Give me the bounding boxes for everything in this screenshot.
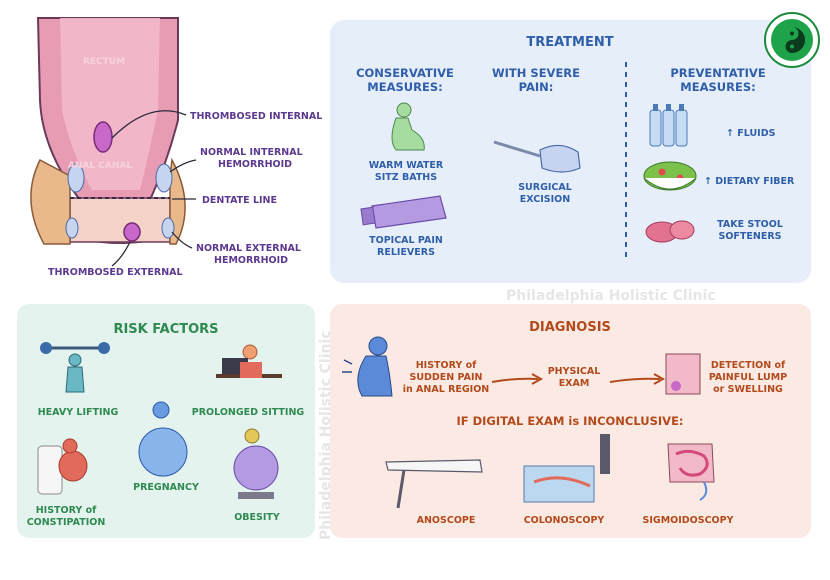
diagnosis-title: DIAGNOSIS: [529, 320, 611, 335]
normal-internal-hemorrhoid-left: [67, 163, 85, 193]
pain-figure-icon: [342, 336, 393, 397]
thrombosed-internal-pointer: [111, 110, 187, 139]
clinic-logo: [764, 12, 820, 68]
risk-factors-title: RISK FACTORS: [113, 322, 218, 337]
anatomy-illustration: RECTUM ANAL CANAL THROMBOSED INTERNAL NO…: [30, 17, 322, 278]
colonoscopy-label: COLONOSCOPY: [524, 515, 605, 526]
obesity-label: OBESITY: [234, 512, 280, 523]
stool-softener-pills-icon: [645, 220, 695, 243]
fluids-label: ↑ FLUIDS: [726, 128, 776, 139]
anal-canal-label: ANAL CANAL: [68, 161, 132, 171]
sitz-bath-icon: [391, 102, 425, 151]
buttock-right: [169, 157, 186, 245]
pregnancy-icon: [138, 401, 188, 477]
normal-external-pointer: [171, 231, 193, 249]
dentate-line-label: DENTATE LINE: [202, 195, 277, 206]
rectum-label: RECTUM: [83, 57, 125, 67]
watermark-horizontal: Philadelphia Holistic Clinic: [506, 288, 716, 304]
anoscope-label: ANOSCOPE: [417, 515, 476, 526]
prolonged-sitting-icon: [216, 344, 282, 378]
ointment-tube-icon: [360, 195, 447, 229]
thrombosed-internal-label: THROMBOSED INTERNAL: [190, 111, 322, 122]
dietary-fiber-label: ↑ DIETARY FIBER: [704, 176, 795, 187]
rectum-inner-lumen: [60, 18, 160, 190]
sigmoidoscopy-label: SIGMOIDOSCOPY: [643, 515, 734, 526]
history-to-exam-arrowhead: [531, 373, 544, 385]
colonoscopy-icon: [523, 434, 610, 503]
anal-canal: [69, 197, 171, 243]
thrombosed-internal-lump: [93, 121, 113, 153]
exam-to-detection-arrow: [609, 377, 661, 383]
history-to-exam-arrow: [491, 377, 539, 383]
obesity-icon: [233, 428, 279, 499]
constipation-icon: [37, 438, 88, 495]
treatment-title: TREATMENT: [526, 35, 613, 50]
thrombosed-external-pointer: [111, 241, 131, 267]
water-bottles-icon: [649, 104, 688, 147]
buttock-left: [30, 158, 71, 245]
prolonged-sitting-label: PROLONGED SITTING: [192, 407, 305, 418]
scalpel-hand-icon: [493, 140, 581, 173]
heavy-lifting-label: HEAVY LIFTING: [38, 407, 119, 418]
pregnancy-label: PREGNANCY: [133, 482, 199, 493]
exam-to-detection-arrowhead: [653, 373, 666, 385]
normal-external-hemorrhoid-left: [65, 217, 79, 239]
sigmoidoscopy-icon: [667, 443, 715, 501]
heavy-lifting-icon: [40, 342, 110, 393]
thrombosed-external-label: THROMBOSED EXTERNAL: [48, 267, 183, 278]
anoscope-icon: [385, 459, 483, 509]
normal-internal-hemorrhoid-right: [155, 163, 173, 193]
risk-factors-background: [17, 304, 315, 538]
thrombosed-external-lump: [123, 222, 141, 242]
normal-internal-pointer: [169, 159, 197, 173]
risk-factors-panel: RISK FACTORS HEAVY LIFTING PROLONGED SIT…: [17, 304, 315, 538]
normal-external-hemorrhoid-right: [161, 217, 175, 239]
detected-lump-icon: [665, 353, 701, 395]
salad-bowl-icon: [643, 161, 697, 191]
inconclusive-heading: IF DIGITAL EXAM is INCONCLUSIVE:: [456, 414, 683, 428]
